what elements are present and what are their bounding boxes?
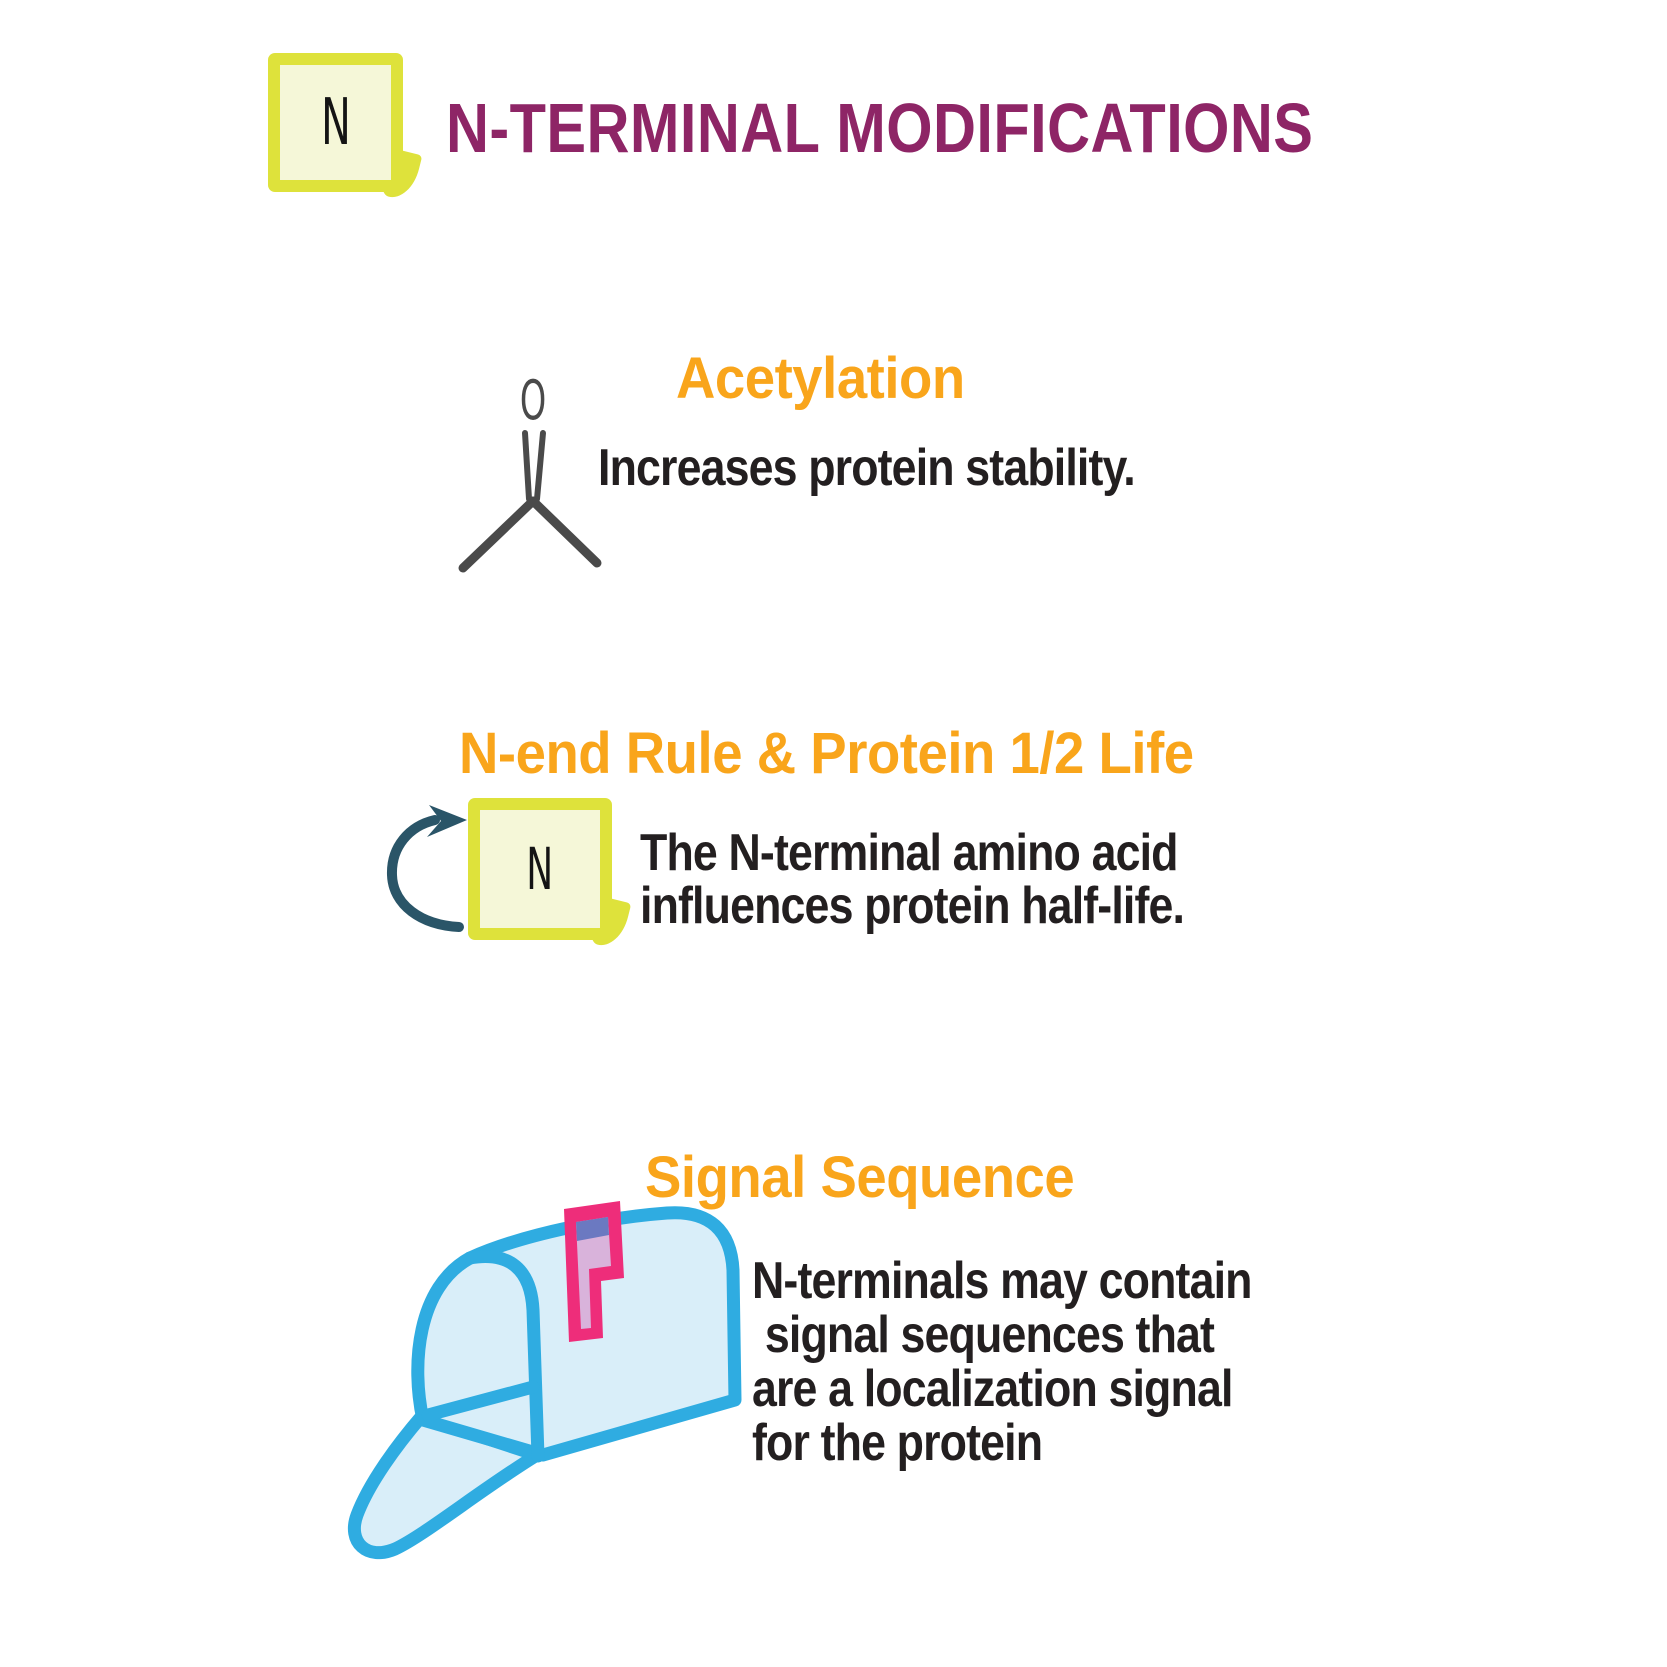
body-line: N-terminals may contain xyxy=(752,1252,1252,1310)
mailbox-front-arch-edge xyxy=(463,1250,545,1463)
signal-sequence-heading: Signal Sequence xyxy=(645,1145,1075,1210)
mailbox-door-flap xyxy=(347,1410,544,1560)
body-line: are a localization signal xyxy=(752,1360,1233,1418)
body-line: for the protein xyxy=(752,1414,1043,1472)
acetyl-group-structure-icon: O xyxy=(458,369,602,573)
mailbox-flag-accent xyxy=(576,1217,609,1241)
acetylation-body-text: Increases protein stability. xyxy=(598,439,1136,497)
page-title: N-TERMINAL MODIFICATIONS xyxy=(446,89,1314,167)
sticky-note-letter: N xyxy=(268,53,403,192)
n-terminal-sticky-note-icon: N xyxy=(268,53,403,192)
body-line: influences protein half-life. xyxy=(640,877,1185,935)
mailbox-icon xyxy=(347,1201,742,1560)
sticky-note-paper xyxy=(280,65,391,180)
mailbox-interior-floor-line xyxy=(421,1380,540,1422)
sticky-note-letter: N xyxy=(468,798,612,940)
n-end-rule-heading: N-end Rule & Protein 1/2 Life xyxy=(459,721,1194,786)
double-bond-right-line xyxy=(534,430,546,502)
sticky-note-letter-text: N xyxy=(526,835,554,903)
mailbox-flag-inner xyxy=(576,1217,611,1329)
n-end-rule-body-text: The N-terminal amino acid influences pro… xyxy=(640,824,1185,935)
curved-arrow-icon xyxy=(386,805,467,932)
body-line: signal sequences that xyxy=(764,1306,1215,1364)
acetylation-heading: Acetylation xyxy=(676,346,965,411)
signal-sequence-body-text: N-terminals may contain signal sequences… xyxy=(752,1254,1252,1470)
bond-left-leg xyxy=(458,496,538,573)
body-line: The N-terminal amino acid xyxy=(640,824,1178,882)
curved-arrow-shaft xyxy=(386,815,464,932)
sticky-note-letter-text: N xyxy=(320,85,351,160)
sticky-note-paper xyxy=(480,810,600,928)
curved-arrow-head xyxy=(427,805,467,837)
n-terminus-sticky-note-icon: N xyxy=(468,798,612,940)
carbonyl-oxygen-label: O xyxy=(520,369,546,433)
double-bond-left-line xyxy=(522,430,532,502)
bond-right-leg xyxy=(528,496,602,568)
